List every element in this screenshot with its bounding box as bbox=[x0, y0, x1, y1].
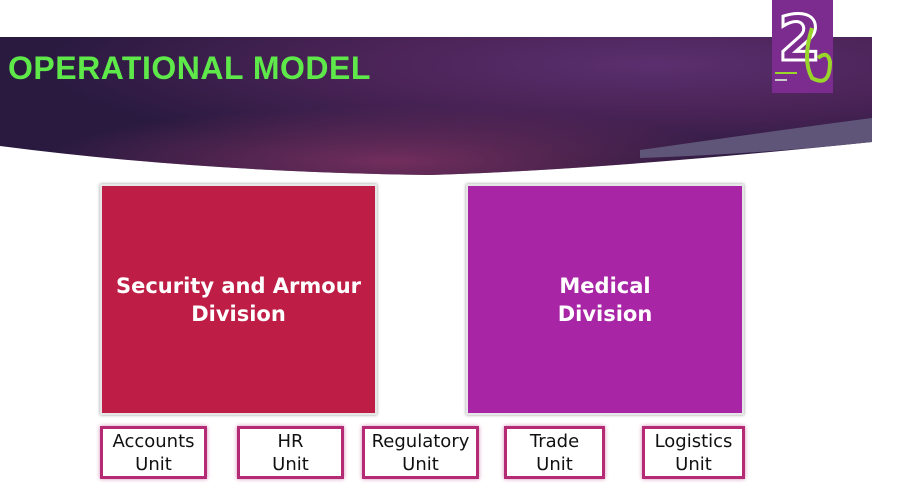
svg-text:2: 2 bbox=[778, 2, 821, 75]
page-title: OPERATIONAL MODEL bbox=[8, 50, 371, 86]
company-logo: 2 bbox=[772, 0, 833, 93]
division-label: Division bbox=[557, 301, 653, 326]
division-label: Division bbox=[191, 301, 286, 326]
division-label: Security and Armour bbox=[115, 273, 362, 298]
header-banner bbox=[0, 37, 872, 175]
division-label: Medical bbox=[559, 273, 651, 298]
